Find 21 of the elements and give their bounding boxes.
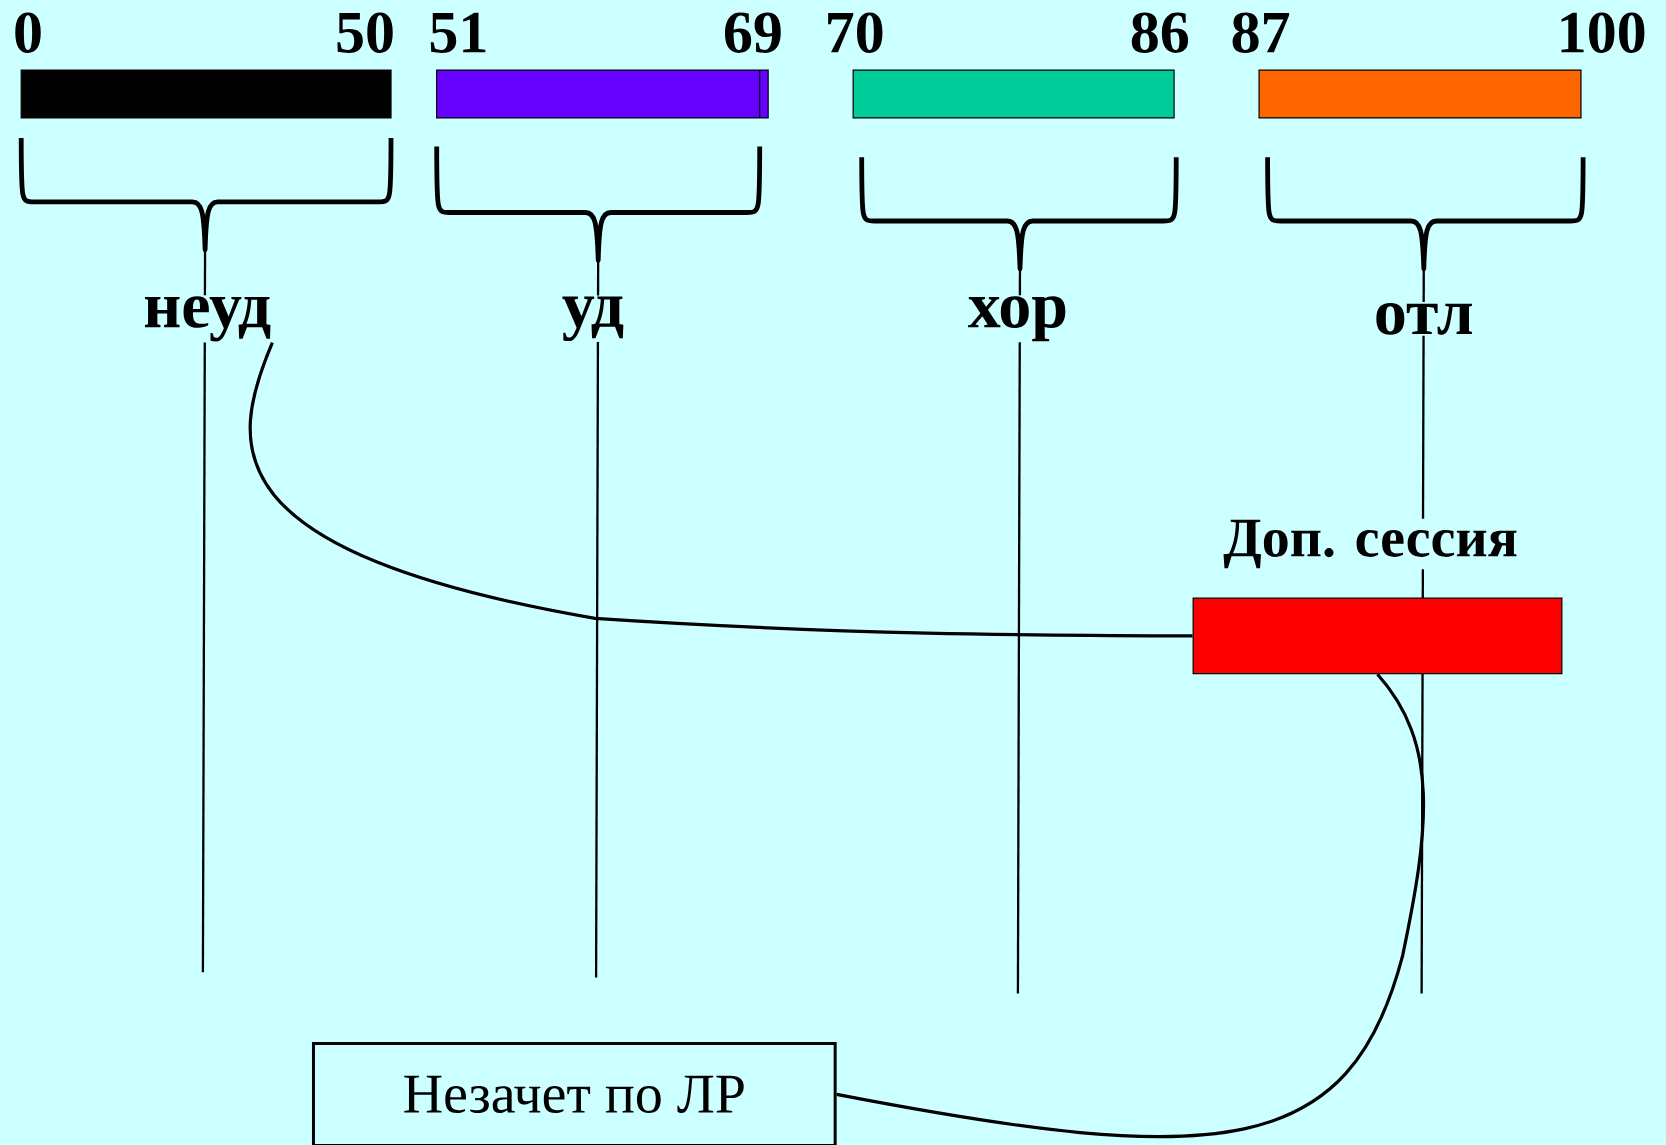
curved-line [248,342,1193,638]
range-bar [1258,69,1582,119]
grade-label: уд [560,295,625,343]
range-number: 51 [430,12,486,53]
grade-label: отл [1372,301,1475,336]
range-bar [436,69,769,119]
range-number: 100 [1561,12,1645,53]
session-box: Доп. сессия [1192,518,1563,675]
grade-label: неуд [142,295,273,343]
range-number: 70 [828,12,883,53]
node-label: Доп. сессия [1223,519,1517,569]
grade-label: хор [966,295,1069,343]
range-number: 87 [1232,12,1290,53]
range-number: 0 [15,12,41,53]
text-box: Незачет по ЛР [311,1041,837,1145]
range-number: 50 [337,12,393,53]
range-number: 69 [724,12,781,53]
range-bar [20,69,392,119]
curved-line [836,673,1425,1139]
range-number: 86 [1131,12,1189,53]
range-bar [852,69,1175,119]
